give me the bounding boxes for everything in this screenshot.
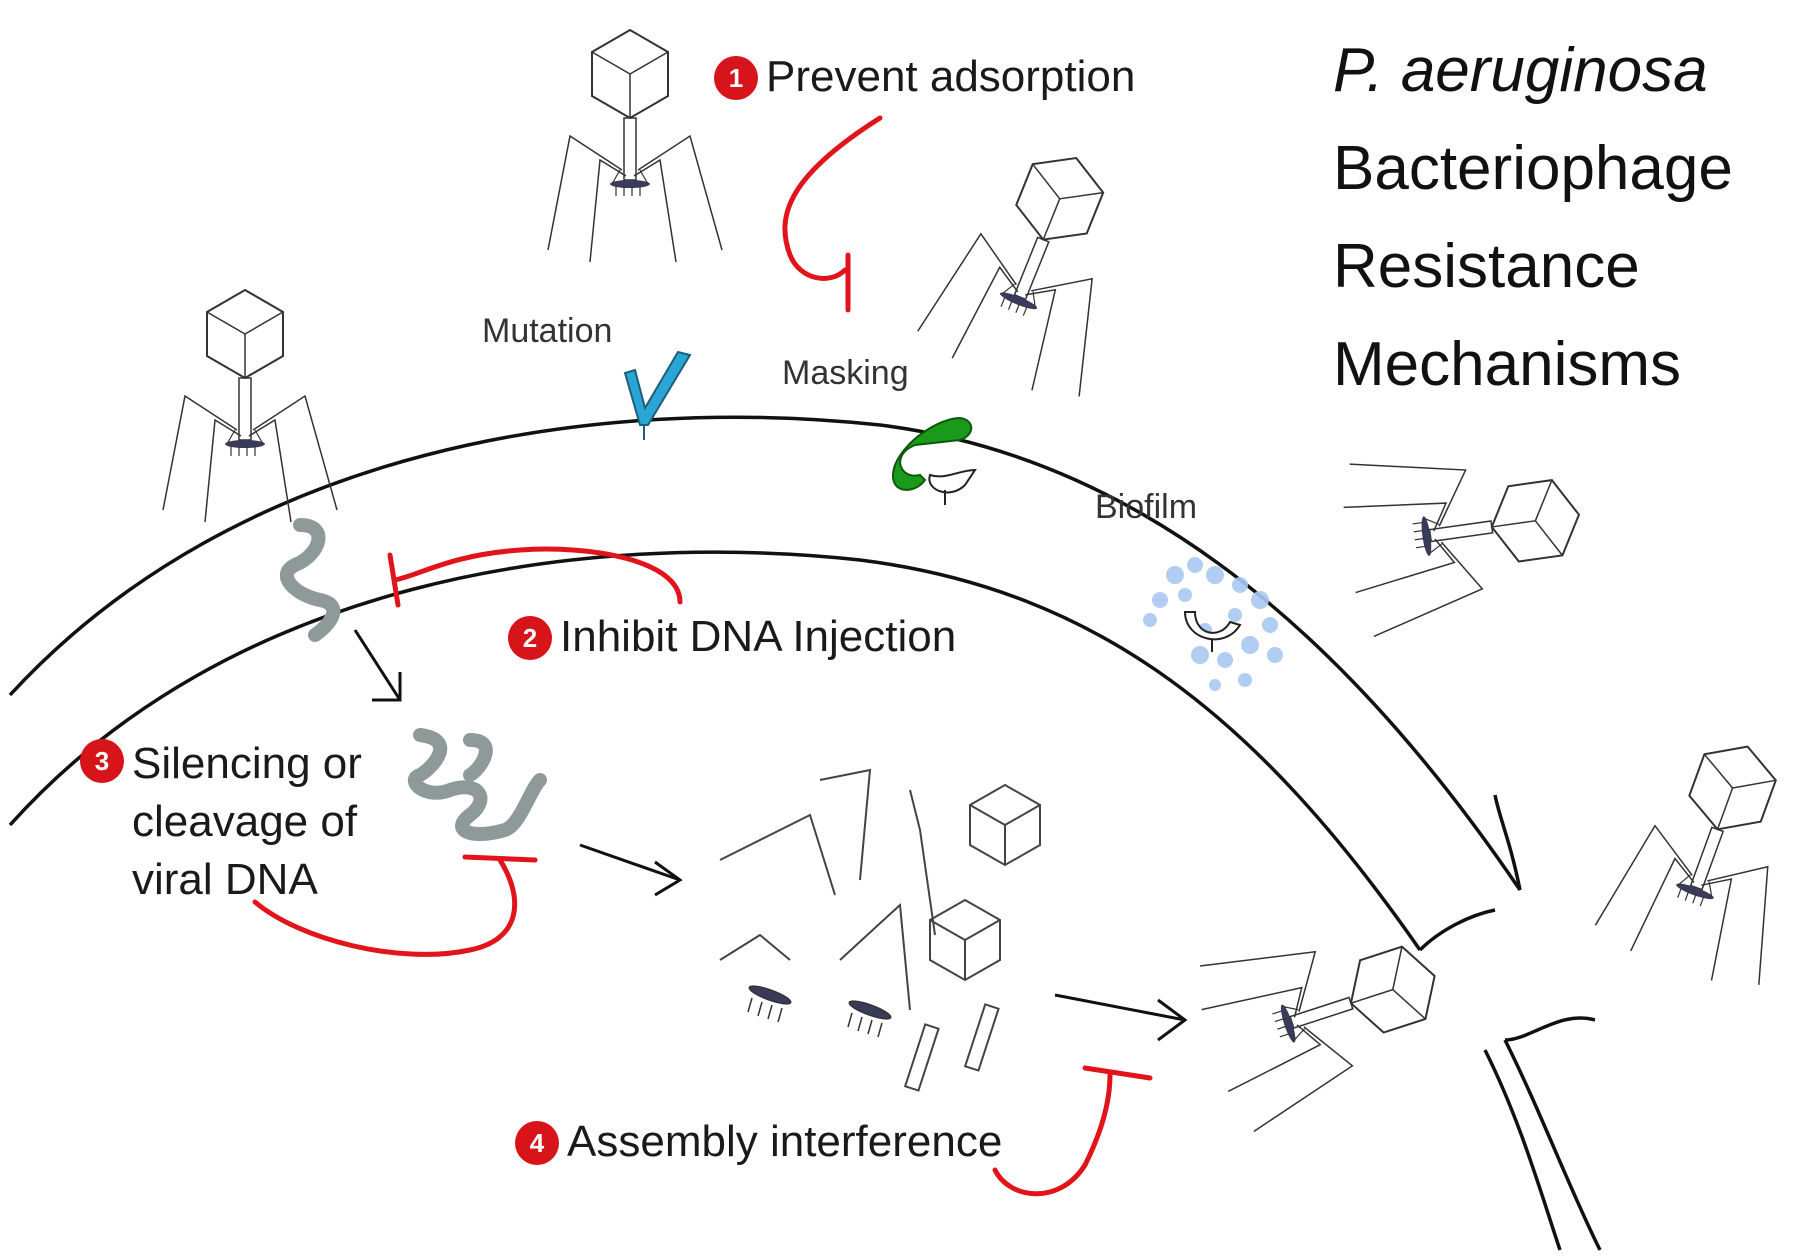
biofilm-receptor	[1183, 611, 1242, 652]
septum-end-top-inner	[1418, 908, 1496, 952]
viral-dna-injected	[280, 518, 341, 642]
step-3-badge: 3	[80, 739, 124, 783]
step-2-badge: 2	[508, 616, 552, 660]
step-1-text: Prevent adsorption	[766, 52, 1136, 101]
phage-top-right	[912, 126, 1163, 409]
phage-far-right	[1590, 717, 1797, 998]
figure-title: P. aeruginosa Bacteriophage Resistance M…	[1333, 22, 1733, 414]
lower-cell-left	[1483, 1049, 1562, 1251]
inner-membrane	[8, 550, 1422, 951]
phage-assembled	[1187, 897, 1465, 1137]
phage-parts	[719, 768, 1041, 1092]
step-2: 2 Inhibit DNA Injection	[508, 612, 956, 662]
title-line-4: Mechanisms	[1333, 330, 1681, 399]
inhibition-lines	[252, 115, 1153, 1197]
phage-top	[547, 29, 723, 263]
step-1: 1 Prevent adsorption	[714, 52, 1135, 102]
title-organism: P. aeruginosa	[1333, 36, 1708, 105]
step-4-badge: 4	[515, 1121, 559, 1165]
step-3-text: Silencing or cleavage of viral DNA	[132, 735, 362, 909]
process-arrows	[353, 629, 1188, 1042]
outer-membrane	[8, 415, 1522, 891]
septum-end-top-outer	[1493, 794, 1522, 891]
phage-left-on-membrane	[162, 289, 338, 523]
baseplates-loose	[747, 985, 892, 1038]
step-3-line-1: Silencing or	[132, 739, 362, 788]
lower-cell-outer	[1504, 1016, 1596, 1042]
step-2-text: Inhibit DNA Injection	[560, 612, 957, 661]
label-biofilm: Biofilm	[1095, 488, 1198, 526]
step-3-line-2: cleavage of	[132, 797, 358, 846]
viral-dna-replicating	[407, 728, 547, 842]
title-line-3: Resistance	[1333, 232, 1640, 301]
lower-cell-right	[1503, 1039, 1602, 1251]
mutated-receptor	[623, 350, 692, 440]
step-4-text: Assembly interference	[567, 1117, 1003, 1166]
biofilm-matrix	[1143, 557, 1283, 691]
step-4: 4 Assembly interference	[515, 1117, 1002, 1167]
step-3: 3 Silencing or cleavage of viral DNA	[80, 735, 362, 909]
masking-protein	[892, 416, 977, 505]
label-masking: Masking	[782, 354, 909, 392]
phage-right-middle	[1336, 432, 1593, 640]
title-line-2: Bacteriophage	[1333, 134, 1733, 203]
step-1-badge: 1	[714, 56, 758, 100]
label-mutation: Mutation	[482, 312, 613, 350]
step-3-line-3: viral DNA	[132, 855, 318, 904]
